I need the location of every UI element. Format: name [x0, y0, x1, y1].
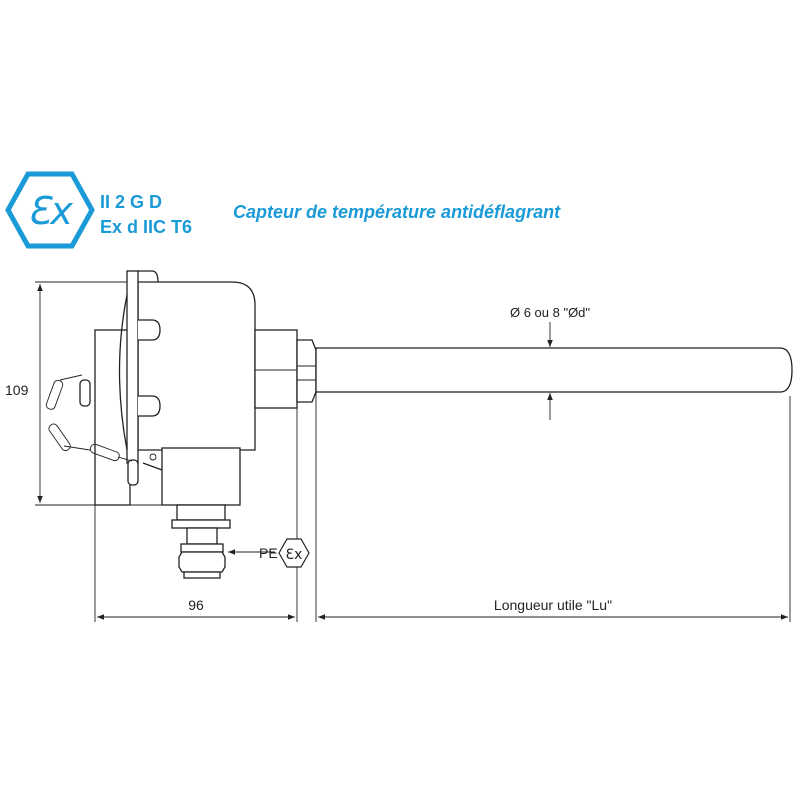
svg-text:Ɛx: Ɛx	[27, 189, 73, 233]
svg-text:Ɛx: Ɛx	[286, 547, 303, 563]
useful-length-label: Longueur utile "Lu"	[494, 597, 612, 613]
page-title: Capteur de température antidéflagrant	[233, 202, 561, 222]
ex-logo-icon: Ɛx	[5, 171, 95, 249]
ex-class-line1: II 2 G D	[100, 192, 162, 212]
ex-class-line2: Ex d IIC T6	[100, 217, 192, 237]
diameter-label: Ø 6 ou 8 "Ød"	[510, 305, 590, 320]
housing	[45, 270, 256, 622]
height-label: 109	[5, 382, 29, 398]
head-length-label: 96	[188, 597, 204, 613]
cable-gland	[171, 504, 231, 579]
ex-small-icon: Ɛx	[278, 538, 310, 568]
probe-assembly	[254, 329, 793, 622]
pe-label: PE	[259, 545, 278, 561]
